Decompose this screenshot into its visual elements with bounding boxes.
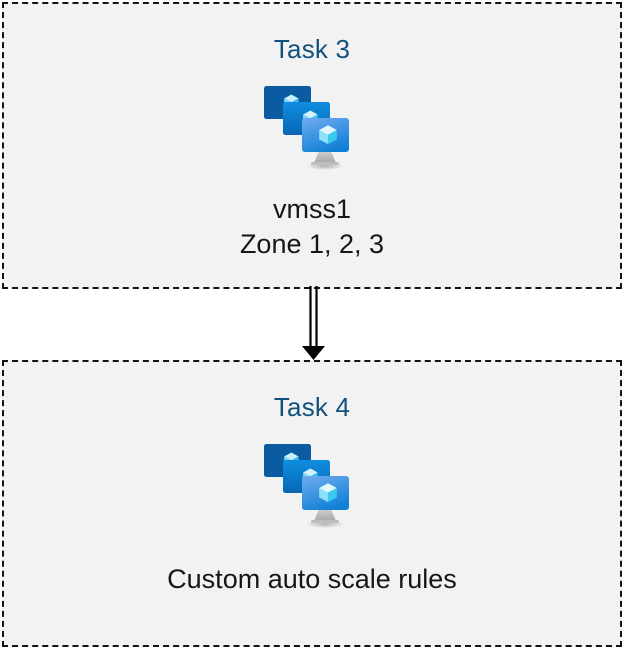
task-title: Task 4 [273, 392, 351, 422]
azure-vm-scale-set-icon [257, 78, 367, 178]
task-box-task3: Task 3 [2, 2, 622, 289]
task-caption: vmss1 Zone 1, 2, 3 [239, 194, 385, 259]
task-title: Task 3 [273, 34, 351, 64]
azure-vm-scale-set-icon [257, 436, 367, 536]
task-caption: Custom auto scale rules [167, 564, 457, 594]
task-box-task4: Task 4 [2, 360, 622, 647]
double-line-down-arrow [290, 286, 338, 362]
